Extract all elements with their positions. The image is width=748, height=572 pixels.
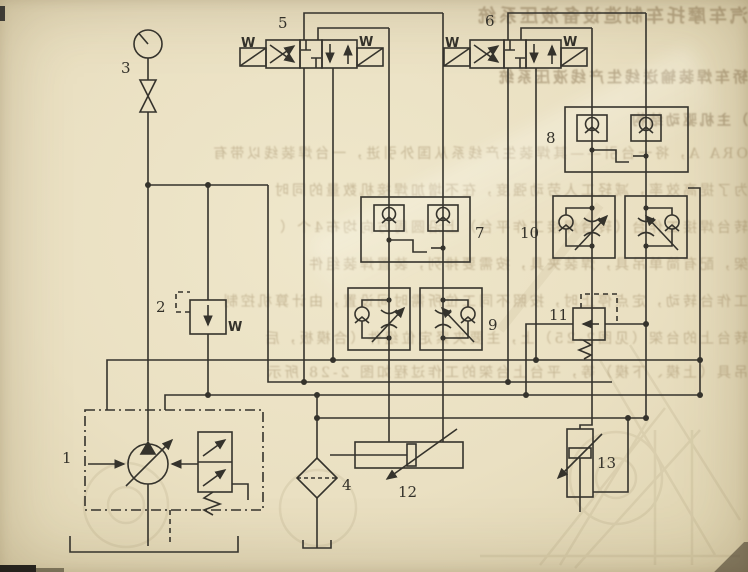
scan-edge-mark (0, 6, 5, 21)
label-2: 2 (156, 298, 166, 316)
label-11: 11 (549, 306, 568, 324)
work-port-lines (388, 13, 647, 493)
pilot-check-block-7 (360, 196, 471, 263)
label-9: 9 (488, 316, 498, 334)
cylinder-13-icon (556, 428, 603, 512)
scan-edge-mark (702, 542, 748, 572)
pump-unit (84, 409, 264, 546)
pressure-gauge-icon (133, 29, 163, 441)
tank-symbol (69, 536, 239, 553)
label-13: 13 (597, 454, 616, 472)
directional-valve-6 (443, 12, 646, 382)
unloading-valve-icon (175, 291, 227, 335)
spring-w-icon: W (228, 320, 242, 335)
label-12: 12 (398, 483, 417, 501)
spring-marks: W W W W W (228, 35, 577, 335)
pressure-lines (148, 184, 612, 395)
throttle-check-pair-10 (552, 195, 688, 259)
component-labels: 1 2 3 4 5 6 7 8 9 10 11 12 13 (62, 12, 616, 501)
junction-dots (145, 147, 703, 421)
label-3: 3 (121, 59, 131, 77)
directional-valve-5 (239, 12, 443, 382)
spring-w-icon: W (563, 35, 577, 50)
pilot-check-block-8 (564, 106, 689, 173)
spring-w-icon: W (445, 36, 459, 51)
label-10: 10 (520, 224, 539, 242)
scan-edge-mark (36, 568, 64, 572)
label-7: 7 (475, 224, 485, 242)
scan-edge-mark (0, 565, 36, 572)
spring-w-icon: W (359, 35, 373, 50)
cylinder-12-icon (330, 428, 464, 480)
label-1: 1 (62, 449, 72, 467)
label-5: 5 (278, 14, 288, 32)
spring-w-icon: W (241, 36, 255, 51)
label-6: 6 (485, 12, 495, 30)
relief-valve-icon (525, 293, 646, 395)
filter-icon (295, 395, 339, 549)
label-8: 8 (546, 129, 556, 147)
return-buses (106, 187, 701, 419)
throttle-check-pair-9 (347, 287, 483, 351)
label-4: 4 (342, 476, 352, 494)
